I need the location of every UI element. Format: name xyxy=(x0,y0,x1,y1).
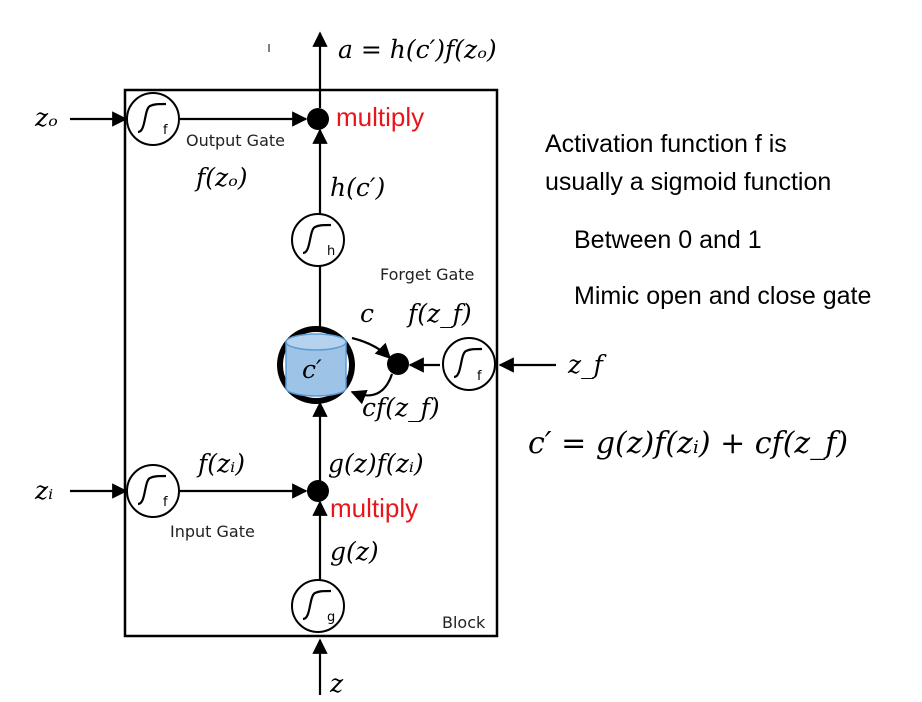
loop-forget-to-cell xyxy=(350,373,394,405)
svg-text:f: f xyxy=(163,495,168,510)
multiply-dot-bottom xyxy=(307,480,329,502)
h-sigmoid-icon: h xyxy=(291,213,345,267)
input-zf: z_f xyxy=(567,350,607,379)
label-h-c: h(c′) xyxy=(330,173,385,202)
input-gate-label: Input Gate xyxy=(170,522,255,541)
cell-memory-cylinder xyxy=(285,341,347,397)
forget-gate-sigmoid-icon: f xyxy=(442,337,496,391)
svg-text:h: h xyxy=(327,244,335,259)
output-formula: a = h(c′)f(zₒ) xyxy=(338,35,497,64)
label-f-zf: f(z_f) xyxy=(406,299,472,328)
multiply-label-top: multiply xyxy=(336,102,424,132)
label-f-zi: f(zᵢ) xyxy=(196,449,245,478)
cell-memory-cylinder-top xyxy=(285,333,347,351)
svg-text:f: f xyxy=(477,369,482,384)
note-line-2: usually a sigmoid function xyxy=(545,168,831,196)
label-gz-fzi: g(z)f(zᵢ) xyxy=(328,449,424,478)
label-cell: c′ xyxy=(302,355,322,384)
input-zi: zᵢ xyxy=(34,476,53,505)
svg-text:f: f xyxy=(163,123,168,138)
multiply-label-bottom: multiply xyxy=(330,493,418,523)
svg-text:g: g xyxy=(327,610,335,625)
multiply-dot-top xyxy=(307,108,329,130)
output-gate-sigmoid-icon: f xyxy=(126,92,180,146)
block-frame xyxy=(123,88,499,638)
g-sigmoid-icon: g xyxy=(291,579,345,633)
block-label: Block xyxy=(442,613,486,632)
forget-multiply-dot xyxy=(387,353,409,375)
output-gate-label: Output Gate xyxy=(186,131,285,150)
loop-cell-to-forget xyxy=(351,336,392,360)
note-line-1: Activation function f is xyxy=(545,130,787,158)
cell-update-equation: c′ = g(z)f(zᵢ) + cf(z_f) xyxy=(528,426,848,461)
label-g-z: g(z) xyxy=(330,537,379,566)
label-c: c xyxy=(360,299,374,328)
input-zo: zₒ xyxy=(34,103,58,132)
note-line-4: Mimic open and close gate xyxy=(574,282,871,310)
input-gate-sigmoid-icon: f xyxy=(126,464,180,518)
forget-gate-label: Forget Gate xyxy=(380,265,474,284)
label-f-zo: f(zₒ) xyxy=(194,163,248,192)
note-line-3: Between 0 and 1 xyxy=(574,226,762,254)
label-cf-zf: cf(z_f) xyxy=(362,393,440,422)
input-z: z xyxy=(329,669,344,698)
